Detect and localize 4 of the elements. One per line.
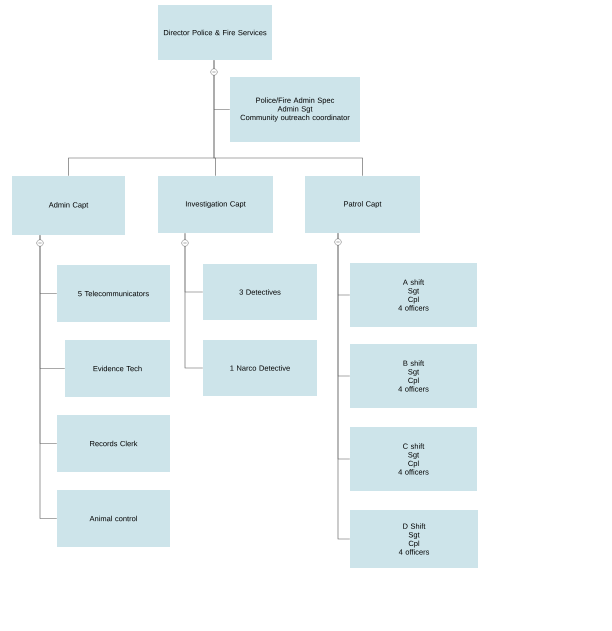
connector-line	[184, 232, 204, 368]
connector-line	[214, 60, 363, 176]
connector-line	[40, 234, 58, 519]
connector-line	[338, 232, 350, 540]
